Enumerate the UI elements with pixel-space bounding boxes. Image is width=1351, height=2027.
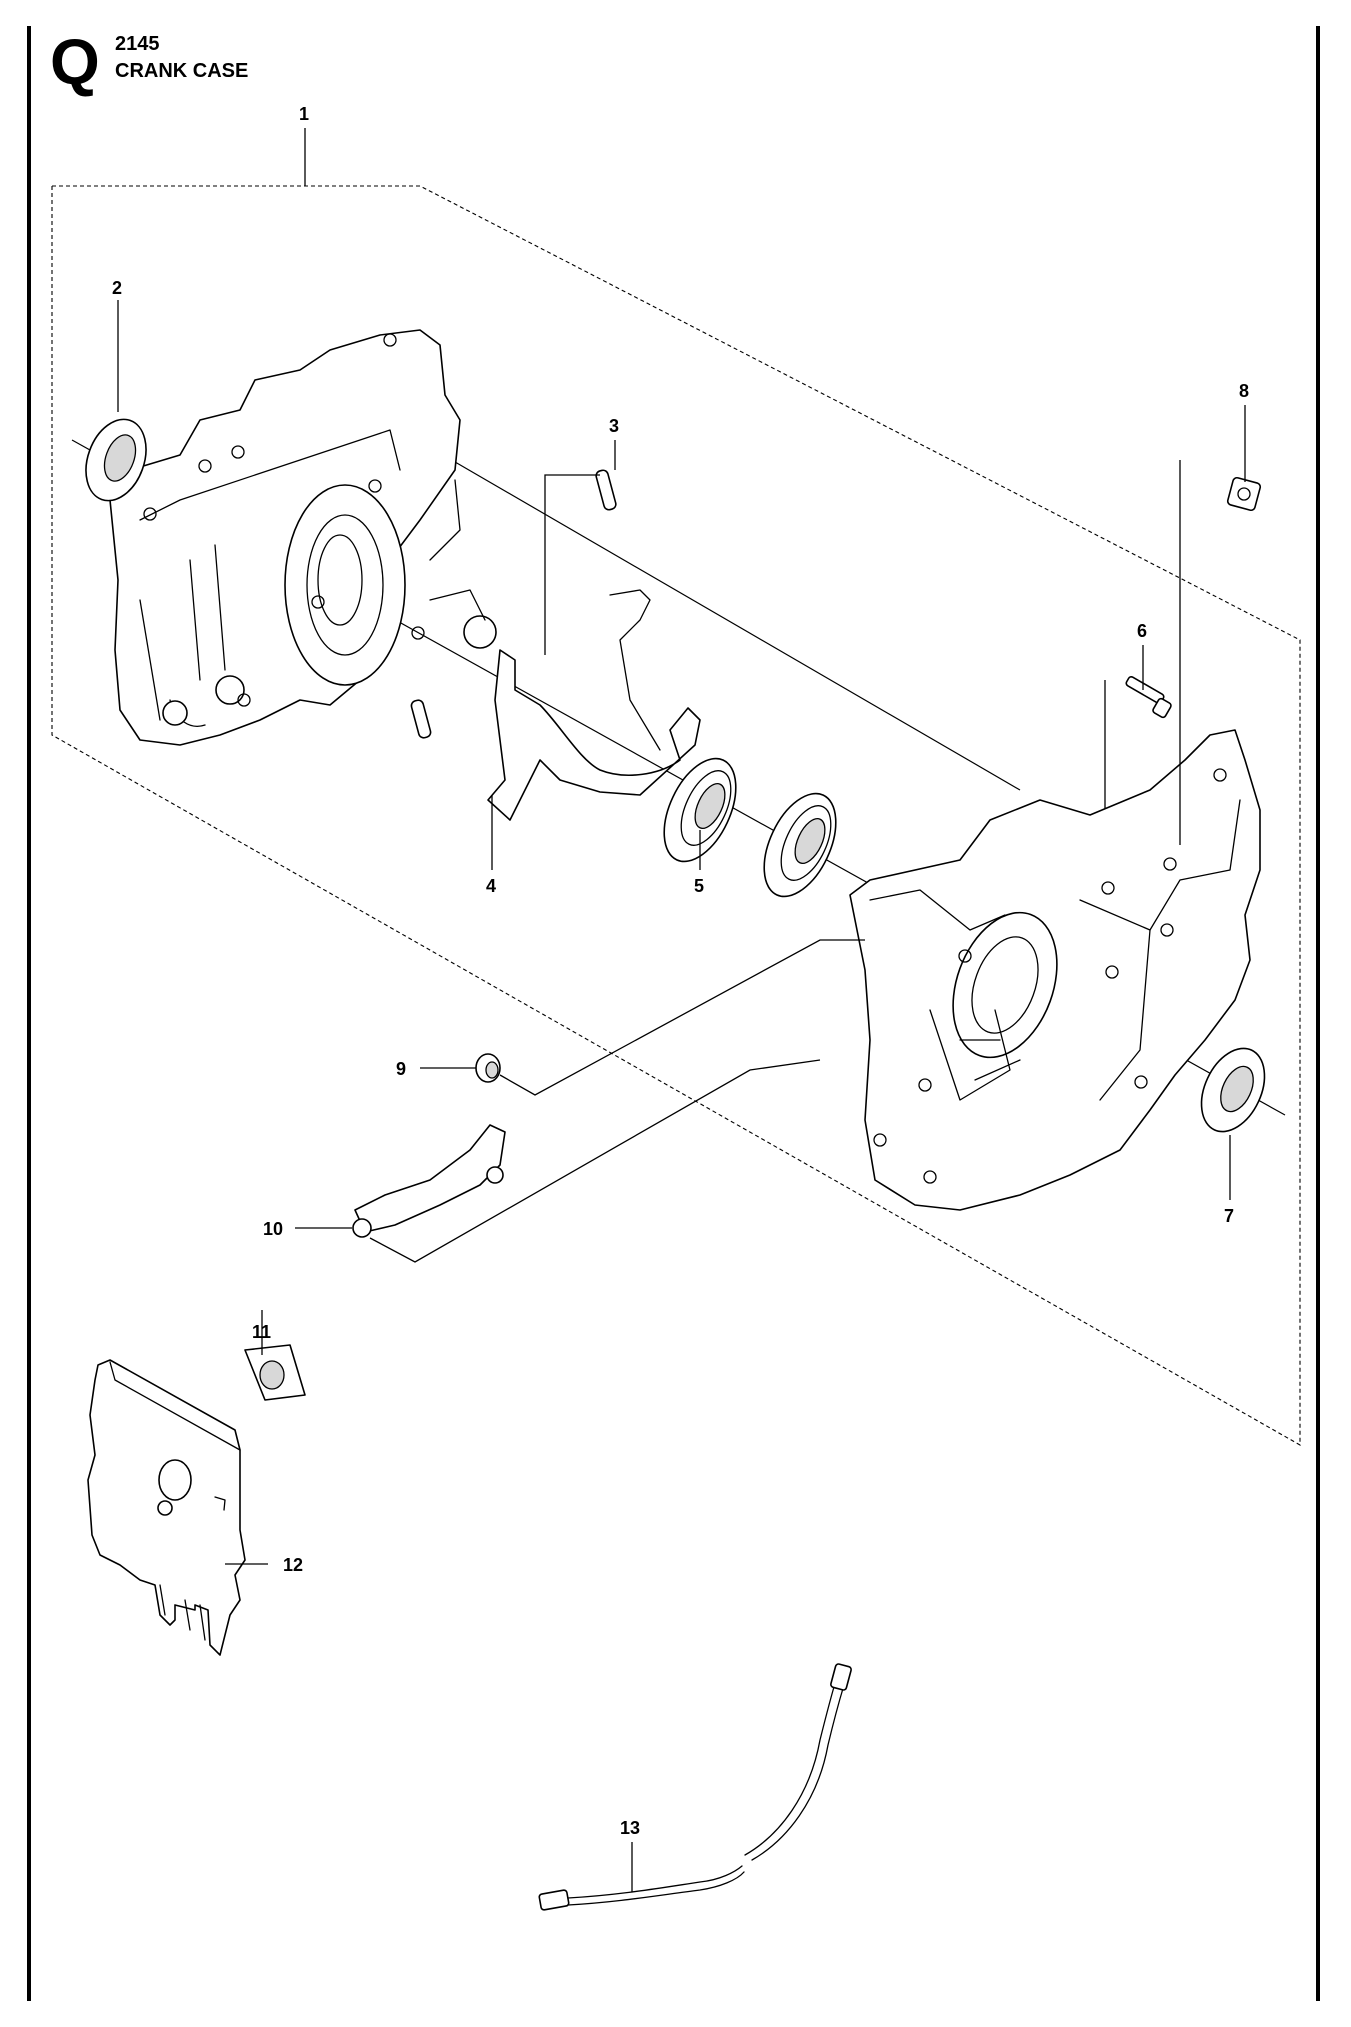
part-3-dowel-pin [410, 469, 617, 739]
callout-9: 9 [396, 1059, 406, 1079]
crankcase-left-half [109, 329, 497, 746]
callout-4: 4 [486, 876, 496, 896]
part-13-wire [538, 1663, 852, 1911]
crankcase-right-half [849, 729, 1261, 1211]
part-6-bolt [1125, 675, 1172, 719]
callout-10: 10 [263, 1219, 283, 1239]
part-9-grommet [475, 1053, 501, 1083]
callout-11: 11 [252, 1322, 271, 1342]
part-8-nut [1226, 476, 1262, 512]
page-border-right [1316, 26, 1320, 2001]
part-7-seal [1200, 1047, 1266, 1133]
part-2-seal [85, 418, 147, 502]
page-border-left [27, 26, 31, 2001]
part-4-gasket [487, 589, 701, 821]
leader-9b [499, 939, 865, 1096]
model-number: 2145 [115, 33, 160, 55]
callout-8: 8 [1239, 381, 1249, 401]
leader-10b [369, 1059, 821, 1263]
callout-7: 7 [1224, 1206, 1234, 1226]
assembly-boundary [51, 185, 1301, 1446]
section-letter: Q [50, 26, 100, 98]
part-10-bracket [352, 1124, 506, 1238]
callout-3: 3 [609, 416, 619, 436]
callout-6: 6 [1137, 621, 1147, 641]
callout-2: 2 [112, 278, 122, 298]
callout-13: 13 [620, 1818, 640, 1838]
callout-1: 1 [299, 104, 309, 124]
section-title: CRANK CASE [115, 60, 249, 82]
upper-axis-line [399, 429, 1021, 791]
callout-12: 12 [283, 1555, 303, 1575]
callout-5: 5 [694, 876, 704, 896]
part-5-bearing [663, 757, 837, 898]
leader-3b [544, 474, 600, 655]
part-12-cover-plate [87, 1359, 246, 1656]
part-11-pad [244, 1344, 306, 1401]
